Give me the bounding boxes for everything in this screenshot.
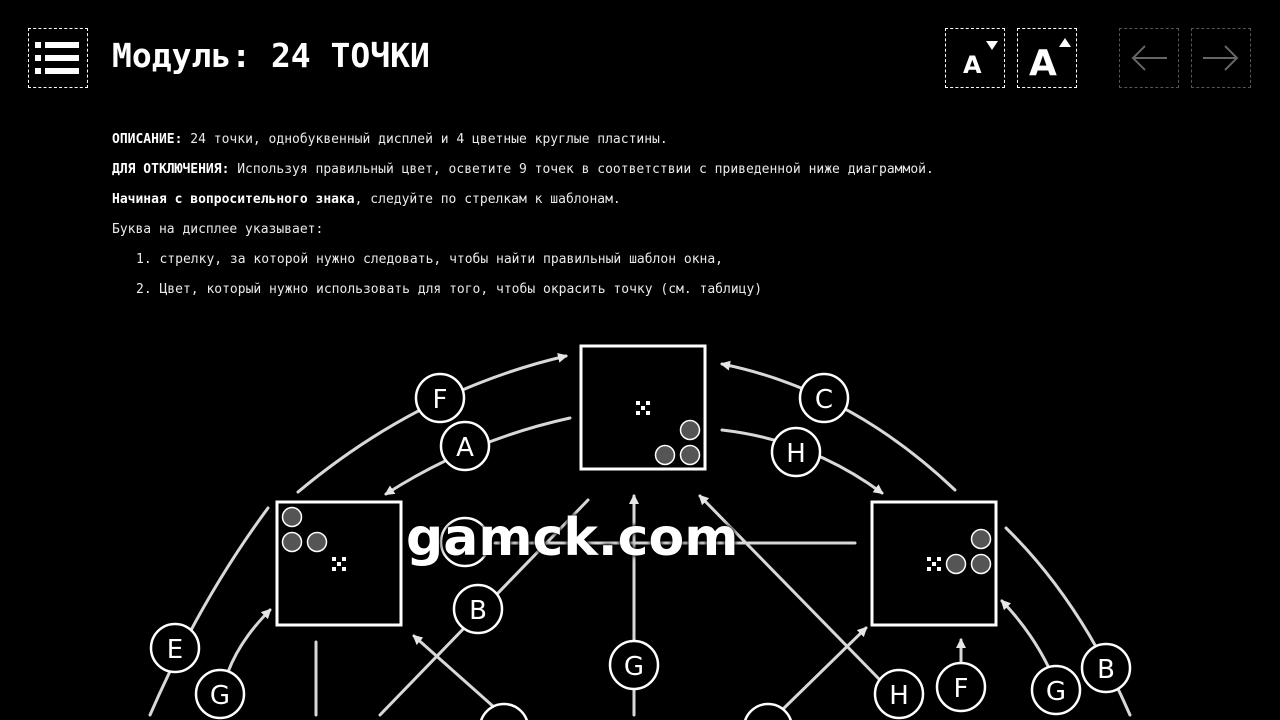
disarm-text: Используя правильный цвет, осветите 9 то…: [237, 162, 934, 177]
pattern-diagram: F A C H B G E G H F G B: [148, 344, 1132, 720]
svg-text:A: A: [456, 433, 474, 463]
svg-text:E: E: [167, 635, 183, 665]
disarm-line: ДЛЯ ОТКЛЮЧЕНИЯ: Используя правильный цве…: [112, 155, 1172, 185]
svg-text:B: B: [1097, 655, 1115, 685]
font-increase-button[interactable]: A: [1017, 28, 1077, 88]
start-marker-icon: [636, 401, 650, 415]
disarm-label: ДЛЯ ОТКЛЮЧЕНИЯ:: [112, 162, 230, 177]
svg-text:B: B: [469, 596, 487, 626]
forward-button[interactable]: [1191, 28, 1251, 88]
label-a-top: A: [439, 420, 491, 472]
svg-text:A: A: [963, 51, 982, 79]
instructions: ОПИСАНИЕ: 24 точки, однобуквенный диспле…: [112, 125, 1172, 305]
menu-button[interactable]: [28, 28, 88, 88]
start-line: Начиная с вопросительного знака, следуйт…: [112, 185, 1172, 215]
description-text: 24 точки, однобуквенный дисплей и 4 цвет…: [190, 132, 668, 147]
font-decrease-button[interactable]: A: [945, 28, 1005, 88]
svg-text:F: F: [433, 385, 448, 415]
arrow-right-icon: [1203, 45, 1239, 71]
start-text: , следуйте по стрелкам к шаблонам.: [354, 192, 621, 207]
svg-text:H: H: [889, 681, 909, 711]
plate: [945, 553, 967, 575]
watermark: gamck.com: [406, 508, 739, 568]
window-top: [579, 344, 707, 471]
font-increase-icon: A: [1029, 38, 1071, 83]
page-title: Модуль: 24 ТОЧКИ: [112, 36, 430, 75]
description-line: ОПИСАНИЕ: 24 точки, однобуквенный диспле…: [112, 125, 1172, 155]
start-marker-icon: [332, 557, 346, 571]
svg-text:G: G: [1046, 677, 1066, 707]
letter-intro: Буква на дисплее указывает:: [112, 222, 324, 237]
font-decrease-icon: A: [963, 41, 998, 79]
label-h-right: H: [873, 668, 925, 720]
label-partial-bottom-left: [480, 702, 528, 720]
start-bold: Начиная с вопросительного знака: [112, 192, 355, 207]
plate: [281, 531, 303, 553]
label-partial-bottom-right: [744, 702, 792, 720]
arrow-g-right: [1000, 599, 1050, 668]
label-b-mid: B: [452, 583, 504, 635]
plate: [970, 528, 992, 550]
arrow-e-left: [148, 506, 270, 717]
arrow-h-diag: [698, 494, 882, 682]
plate: [281, 506, 303, 528]
label-g-center: G: [608, 639, 660, 691]
label-e-left: E: [149, 622, 201, 674]
label-f-top: F: [414, 372, 466, 424]
back-button[interactable]: [1119, 28, 1179, 88]
label-c-top: C: [798, 372, 850, 424]
start-marker-icon: [927, 557, 941, 571]
plate: [679, 444, 701, 466]
plate: [654, 444, 676, 466]
svg-text:G: G: [624, 652, 644, 682]
svg-text:C: C: [815, 385, 833, 415]
letter-item-2: 2. Цвет, который нужно использовать для …: [136, 282, 763, 297]
arrow-right-diag: [778, 626, 868, 714]
window-left: [275, 500, 403, 627]
list-icon: [35, 42, 79, 74]
svg-text:H: H: [786, 439, 806, 469]
svg-text:G: G: [210, 681, 230, 711]
label-g-left: G: [194, 668, 246, 720]
label-hidden-mid: [439, 516, 491, 568]
arrow-b-up: [412, 634, 497, 710]
plate: [679, 419, 701, 441]
plate: [970, 553, 992, 575]
letter-item-1: 1. стрелку, за которой нужно следовать, …: [136, 252, 723, 267]
label-g-right: G: [1030, 664, 1082, 716]
label-b-right: B: [1080, 642, 1132, 694]
arrow-left-icon: [1131, 45, 1167, 71]
window-right: [870, 500, 998, 627]
svg-text:A: A: [1029, 43, 1057, 83]
label-h-top: H: [770, 426, 822, 478]
arrow-g-left: [226, 608, 272, 674]
svg-text:F: F: [954, 674, 969, 704]
description-label: ОПИСАНИЕ:: [112, 132, 183, 147]
plate: [306, 531, 328, 553]
label-f-right: F: [935, 661, 987, 713]
